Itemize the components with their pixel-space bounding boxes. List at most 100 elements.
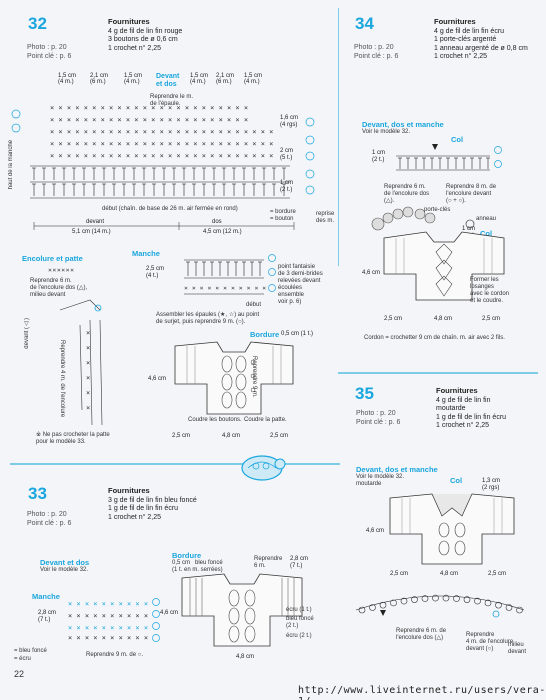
dim-46-33: 4,6 cm	[160, 610, 179, 616]
supply-35-3: 1 g de fil de lin fin écru	[436, 413, 507, 421]
supply-33-2: 1 g de fil de lin fin écru	[108, 505, 179, 512]
supply-34-3: 1 anneau argenté de ø 0,8 cm	[434, 44, 528, 52]
supply-34-4: 1 crochet n° 2,25	[434, 53, 487, 60]
milieu-devant-35: milieu devant	[508, 642, 527, 655]
dim-35-bot-2: 4,8 cm	[440, 571, 459, 577]
coudre-boutons: Coudre les boutons.	[188, 417, 242, 423]
pattern-number-33: 33	[28, 484, 47, 503]
bordure-sweater-33	[181, 573, 303, 647]
photo-ref-34: Photo : p. 20	[354, 44, 394, 51]
supply-33-3: 1 crochet n° 2,25	[108, 513, 161, 521]
stitch-x-row: × × × × × × × × × × × × × × × × × × × × …	[50, 104, 248, 112]
svg-text:×: ×	[86, 344, 90, 352]
stitch-x-row: × × × × × × × × × × × × × × × × × × × × …	[50, 140, 273, 148]
reprendre6-34: Reprendre 6 m. de l'encolure dos (△).	[384, 184, 430, 204]
dim-32-right-2: 2 cm (5 t.)	[280, 148, 294, 161]
col-title-35: Col	[450, 476, 463, 485]
svg-text:× × × × × × × × × ×: × × × × × × × × × ×	[68, 612, 148, 620]
dos-label: dos	[212, 219, 222, 225]
width-dims-32	[33, 222, 295, 230]
supplies-32: Fournitures 4 g de fil de lin fin rouge …	[108, 17, 182, 53]
ecru-2t: écru (2 t.)	[286, 633, 312, 639]
bordure-legend: = bordure = bouton	[270, 209, 296, 222]
supply-32-3: 1 crochet n° 2,25	[108, 44, 161, 52]
svg-text:×: ×	[86, 329, 90, 337]
encolure-note: Reprendre 6 m. de l'encolure dos (△), mi…	[30, 278, 88, 298]
dim-32-top-5: 2,1 cm (6 m.)	[216, 73, 235, 85]
scallop-stitch	[453, 595, 460, 602]
coudre-patte: Coudre la patte.	[244, 417, 287, 423]
svg-text:×: ×	[86, 404, 90, 412]
dim-32-bot-1: 2,5 cm	[172, 433, 191, 439]
scallop-stitch	[516, 606, 523, 614]
reprise-note: reprise des m.	[316, 211, 335, 224]
source-url[interactable]: http://www.liveinternet.ru/users/vera-1/	[298, 685, 546, 700]
dim-32-right-1: 1,6 cm (4 rgs)	[280, 115, 299, 128]
scallop-stitch	[474, 597, 481, 605]
svg-text:× × × × × × × × × ×: × × × × × × × × × ×	[68, 624, 148, 632]
ecru-1t: écru (1 t.)	[286, 607, 312, 613]
pattern-number-35: 35	[355, 384, 374, 403]
body-chart-32: × × × × × × × × × × × × × × × × × × × × …	[11, 104, 315, 199]
supplies-title-35: Fournitures	[436, 386, 478, 395]
supply-35-2: moutarde	[436, 405, 466, 412]
svg-text:×: ×	[86, 359, 90, 367]
key-ref-34: Point clé : p. 6	[354, 53, 399, 60]
dim-32-top-6: 1,5 cm (4 m.)	[244, 73, 263, 85]
reprendre4-35: Reprendre 4 m. de l'encolure devant (○)	[466, 632, 514, 652]
scallop-stitch	[390, 599, 397, 607]
supplies-title-33: Fournitures	[108, 486, 150, 495]
dim-46-35: 4,6 cm	[366, 528, 385, 534]
key-ref-35: Point clé : p. 6	[356, 419, 401, 426]
encolure-row-1: ××××××	[48, 266, 75, 274]
bleu-2t: bleu foncé (2 t.)	[286, 616, 314, 629]
scallop-stitch	[411, 596, 418, 603]
reprendre-epaule-note: Reprendre le m. de l'épaule.	[150, 94, 194, 107]
reprendre9-33: Reprendre 9 m. de ○.	[86, 652, 143, 658]
scallop-stitch	[421, 595, 429, 602]
dos-dim: 4,5 cm (12 m.)	[203, 229, 242, 235]
voir-33: Voir le modèle 32.	[40, 567, 89, 573]
divider-33	[10, 463, 340, 465]
scallop-stitch	[484, 599, 492, 607]
scallop-stitch	[442, 594, 450, 602]
supply-34-1: 4 g de fil de lin fin écru	[434, 27, 505, 35]
supply-35-4: 1 crochet n° 2,25	[436, 422, 489, 429]
key-ref-32: Point clé : p. 6	[27, 53, 72, 60]
manche-dim-32: 2,5 cm (4 t.)	[146, 266, 165, 279]
legend-bleu: = bleu foncé	[14, 648, 47, 654]
collar-sweater-35	[389, 493, 515, 565]
supplies-34: Fournitures 4 g de fil de lin fin écru 1…	[434, 17, 528, 62]
dim-34-bot-3: 2,5 cm	[482, 316, 501, 322]
dim-32-top-4: 1,5 cm (4 m.)	[190, 73, 209, 85]
svg-text:× × × × × × × × × × ×: × × × × × × × × × × ×	[184, 284, 266, 292]
reprendre6-33: Reprendre 6 m.	[254, 556, 283, 569]
supplies-title-34: Fournitures	[434, 17, 476, 26]
devant-label: devant	[86, 219, 105, 225]
bordure-title-32: Bordure	[250, 330, 280, 339]
dim-33-bot: 4,8 cm	[236, 654, 255, 660]
anneau-label: anneau	[476, 216, 497, 222]
assembler-note: Assembler les épaules (★, ☆) au point de…	[156, 312, 260, 325]
reprendre8-34: Reprendre 8 m. de l'encolure devant (○ +…	[446, 184, 497, 204]
bordure-title-33: Bordure	[172, 551, 202, 560]
reprendre-4-label: Reprendre 4 m. de l'encolure	[59, 340, 65, 418]
svg-text:×: ×	[86, 374, 90, 382]
stitch-x-row: × × × × × × × × × × × × × × × × × × × × …	[50, 116, 248, 124]
col2-title-34: Col	[480, 229, 493, 238]
sleeve-chart-32: × × × × × × × × × × ×	[184, 254, 276, 295]
stitch-x-row: × × × × × × × × × × × × × × × × × × × × …	[50, 128, 273, 136]
former-note: Former les losanges avec le cordon et le…	[470, 277, 510, 304]
bordure-dim-32: 0,5 cm (1 t.)	[281, 331, 314, 337]
scallop-stitch	[400, 597, 408, 605]
scallop-stitch	[505, 604, 513, 611]
col-dim-35: 1,3 cm (2 rgs)	[482, 478, 501, 491]
photo-ref-32: Photo : p. 20	[27, 44, 67, 51]
front-back-title-32: Devant et dos	[156, 73, 180, 88]
pattern-number-34: 34	[355, 14, 374, 33]
supply-34-2: 1 porte-clés argenté	[434, 36, 497, 43]
photo-ref-35: Photo : p. 20	[356, 410, 396, 417]
devant-dim: 5,1 cm (14 m.)	[72, 229, 111, 235]
sleeve-chart-33: × × × × × × × × × × × × × × × × × × × × …	[68, 598, 160, 642]
dim-35-bot-3: 2,5 cm	[488, 571, 507, 577]
